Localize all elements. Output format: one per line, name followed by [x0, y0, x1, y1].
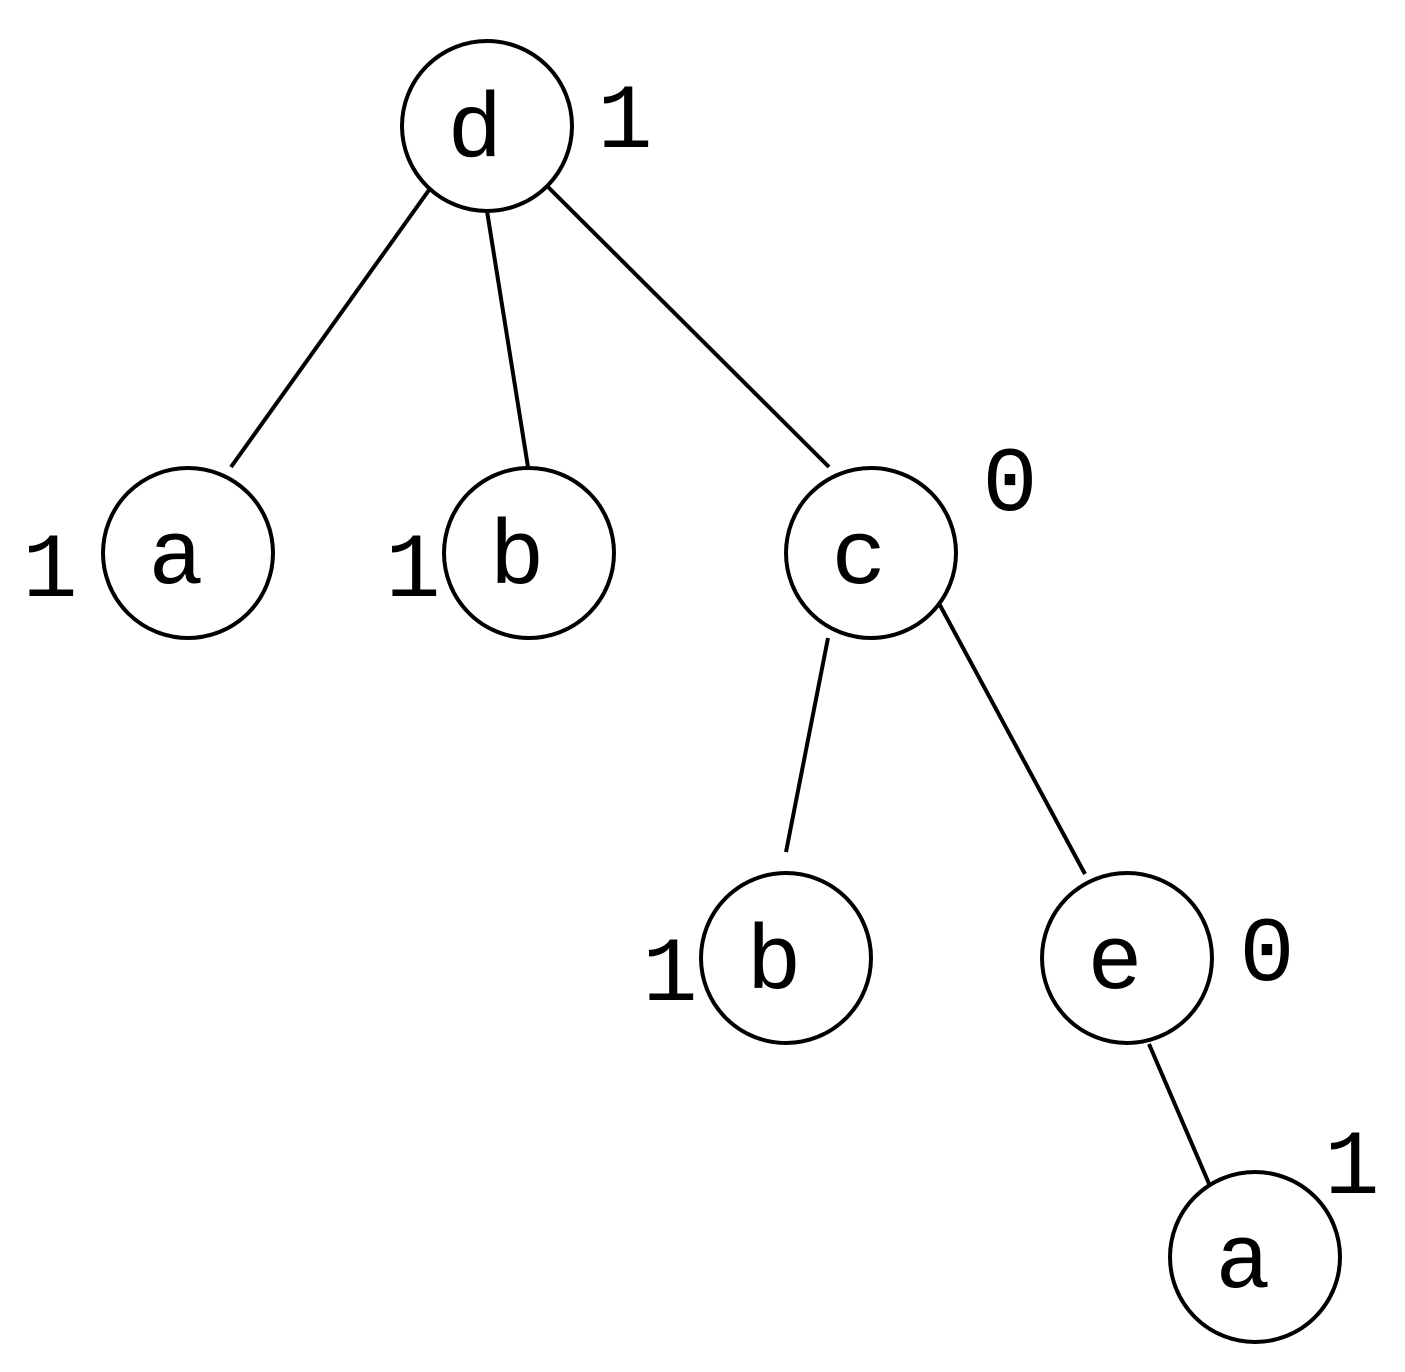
tree-node-b: b 1: [385, 466, 616, 640]
tree-node-c: c 0: [784, 433, 1038, 640]
node-label: d: [447, 79, 502, 184]
node-circle: [784, 466, 958, 640]
edge-d-c: [528, 167, 831, 469]
node-weight-label: 1: [385, 519, 440, 624]
tree-node-e: e 0: [1040, 871, 1295, 1045]
node-label: b: [489, 506, 544, 611]
node-weight-label: 1: [597, 70, 652, 175]
node-label: c: [831, 506, 886, 611]
node-weight-label: 0: [1239, 903, 1294, 1008]
node-label: a: [1215, 1210, 1270, 1315]
node-circle: [101, 466, 275, 640]
edge-d-a: [229, 167, 446, 469]
node-weight-label: 0: [982, 433, 1037, 538]
node-label: a: [148, 506, 203, 611]
node-weight-label: 1: [22, 519, 77, 624]
edge-c-e: [933, 595, 1087, 875]
node-circle: [400, 39, 574, 213]
edge-d-b: [485, 210, 530, 468]
tree-node-b: b 1: [642, 871, 873, 1045]
node-circle: [1168, 1170, 1342, 1344]
node-label: e: [1087, 911, 1142, 1016]
node-circle: [442, 466, 616, 640]
edge-e-a: [1147, 1043, 1215, 1194]
tree-node-a: a 1: [22, 466, 275, 640]
edge-c-b: [784, 637, 830, 853]
tree-node-d: d 1: [400, 39, 653, 213]
node-circle: [1040, 871, 1214, 1045]
node-circle: [699, 871, 873, 1045]
node-label: b: [746, 911, 801, 1016]
node-weight-label: 1: [1324, 1116, 1379, 1221]
node-weight-label: 1: [642, 923, 697, 1028]
tree-node-a: a 1: [1168, 1116, 1380, 1344]
